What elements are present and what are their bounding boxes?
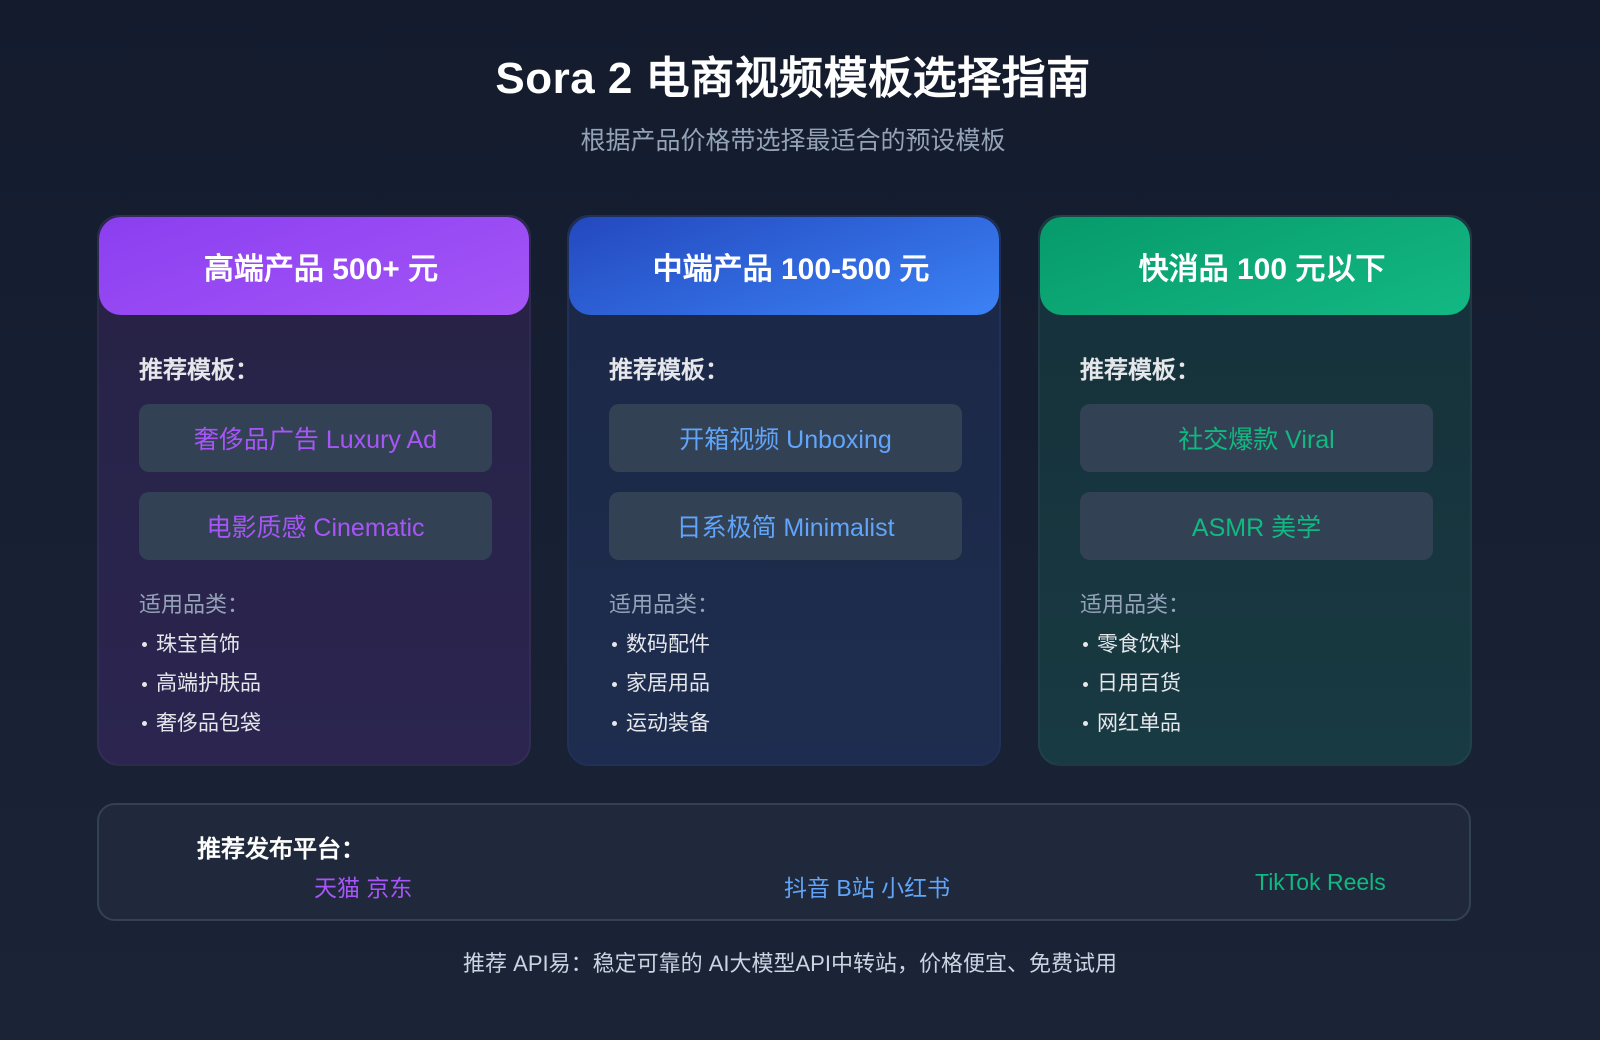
- page-title: Sora 2 电商视频模板选择指南: [495, 54, 1091, 103]
- bullet-icon: [1083, 681, 1088, 687]
- bullet-icon: [612, 681, 617, 687]
- categories-list: 数码配件 家居用品 运动装备: [609, 625, 710, 744]
- categories-label: 适用品类：: [1080, 592, 1191, 617]
- categories-label: 适用品类：: [139, 592, 250, 617]
- bullet-icon: [142, 681, 147, 687]
- list-item: 日用百货: [1080, 665, 1181, 705]
- categories-list: 珠宝首饰 高端护肤品 奢侈品包袋: [139, 625, 261, 744]
- categories-label: 适用品类：: [609, 592, 720, 617]
- template-asmr[interactable]: ASMR 美学: [1080, 492, 1433, 560]
- list-item: 网红单品: [1080, 704, 1181, 744]
- card-high-end: 高端产品 500+ 元 推荐模板： 奢侈品广告 Luxury Ad 电影质感 C…: [97, 215, 531, 766]
- bullet-icon: [1083, 642, 1088, 648]
- list-item: 家居用品: [609, 665, 710, 705]
- list-item: 数码配件: [609, 625, 710, 665]
- platform-tiktok-reels: TikTok Reels: [1255, 869, 1386, 895]
- list-item: 珠宝首饰: [139, 625, 261, 665]
- template-cinematic[interactable]: 电影质感 Cinematic: [139, 492, 492, 560]
- bullet-icon: [142, 642, 147, 648]
- list-item: 高端护肤品: [139, 665, 261, 705]
- list-item: 奢侈品包袋: [139, 704, 261, 744]
- templates-label: 推荐模板：: [609, 357, 729, 384]
- templates-label: 推荐模板：: [139, 357, 259, 384]
- list-item: 零食饮料: [1080, 625, 1181, 665]
- footer-note: 推荐 API易：稳定可靠的 AI大模型API中转站，价格便宜、免费试用: [463, 951, 1117, 976]
- card-fmcg: 快消品 100 元以下 推荐模板： 社交爆款 Viral ASMR 美学 适用品…: [1038, 215, 1472, 766]
- template-minimalist[interactable]: 日系极简 Minimalist: [609, 492, 962, 560]
- template-viral[interactable]: 社交爆款 Viral: [1080, 404, 1433, 472]
- categories-list: 零食饮料 日用百货 网红单品: [1080, 625, 1181, 744]
- card-mid-range: 中端产品 100-500 元 推荐模板： 开箱视频 Unboxing 日系极简 …: [567, 215, 1001, 766]
- bullet-icon: [612, 642, 617, 648]
- bullet-icon: [1083, 721, 1088, 727]
- template-unboxing[interactable]: 开箱视频 Unboxing: [609, 404, 962, 472]
- templates-label: 推荐模板：: [1080, 357, 1200, 384]
- template-luxury-ad[interactable]: 奢侈品广告 Luxury Ad: [139, 404, 492, 472]
- page-subtitle: 根据产品价格带选择最适合的预设模板: [580, 127, 1006, 155]
- card-header: 高端产品 500+ 元: [99, 217, 529, 315]
- card-header: 中端产品 100-500 元: [569, 217, 999, 315]
- platform-douyin-bilibili-xhs: 抖音 B站 小红书: [784, 875, 951, 901]
- card-header: 快消品 100 元以下: [1040, 217, 1470, 315]
- platform-tmall-jd: 天猫 京东: [314, 875, 413, 901]
- platforms-label: 推荐发布平台：: [197, 836, 365, 863]
- platforms-panel: 推荐发布平台： 天猫 京东 抖音 B站 小红书 TikTok Reels: [97, 803, 1471, 921]
- bullet-icon: [142, 721, 147, 727]
- bullet-icon: [612, 721, 617, 727]
- list-item: 运动装备: [609, 704, 710, 744]
